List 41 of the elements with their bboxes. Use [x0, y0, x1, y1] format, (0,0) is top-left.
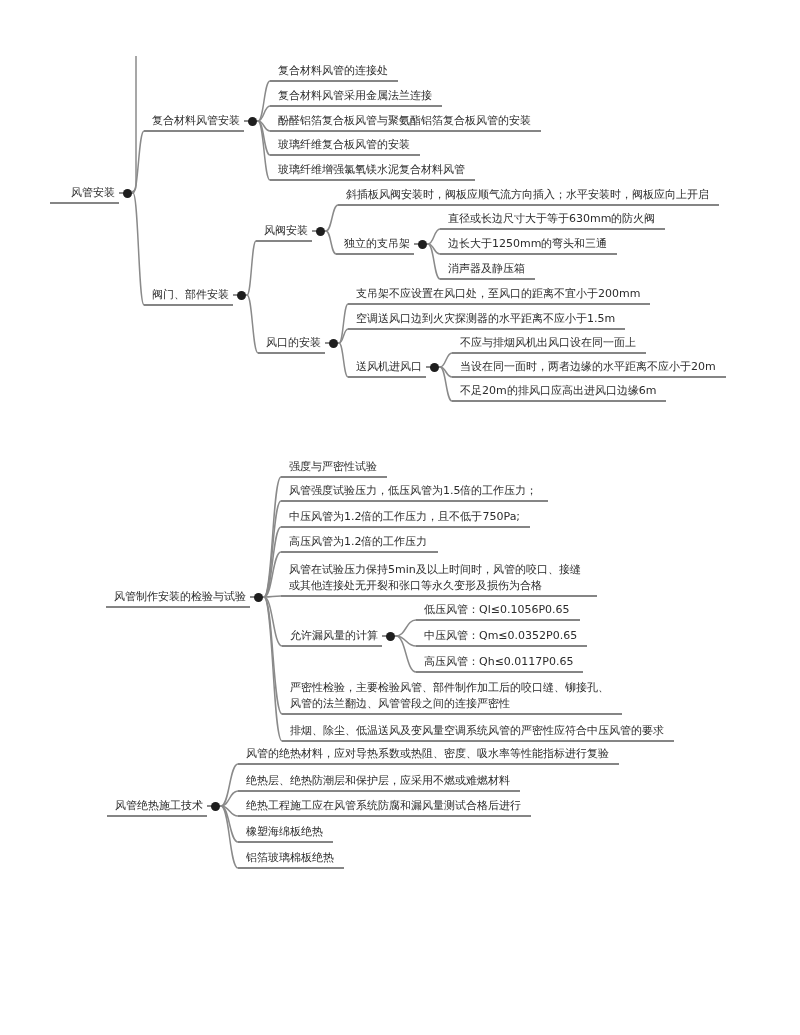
topic-label: 绝热层、绝热防潮层和保护层，应采用不燃或难燃材料 [238, 772, 520, 792]
topic-label: 直径或长边尺寸大于等于630mm的防火阀 [440, 210, 666, 230]
topic-label: 风管制作安装的检验与试验 [106, 588, 250, 608]
topic-label: 玻璃纤维增强氯氧镁水泥复合材料风管 [270, 161, 475, 181]
topic-label: 风管安装 [50, 184, 119, 204]
topic-label: 铝箔玻璃棉板绝热 [238, 849, 344, 869]
topic-label: 空调送风口边到火灾探测器的水平距离不应小于1.5m [348, 310, 626, 330]
topic-label: 斜插板风阀安装时，阀板应顺气流方向插入；水平安装时，阀板应向上开启 [338, 186, 719, 206]
topic-label: 酚醛铝箔复合板风管与聚氨酯铝箔复合板风管的安装 [270, 112, 541, 132]
topic-label: 不足20m的排风口应高出进风口边缘6m [452, 382, 667, 402]
topic-label: 复合材料风管的连接处 [270, 62, 398, 82]
topic-label: 中压风管为1.2倍的工作压力，且不低于750Pa; [281, 508, 531, 528]
topic-label: 风管在试验压力保持5min及以上时间时，风管的咬口、接缝或其他连接处无开裂和张口等永久变形及损伤为合格 [281, 561, 597, 597]
topic-label: 当设在同一面时，两者边缘的水平距离不应小于20m [452, 358, 726, 378]
topic-label: 强度与严密性试验 [281, 458, 387, 478]
topic-label: 消声器及静压箱 [440, 260, 535, 280]
topic-label: 风管强度试验压力，低压风管为1.5倍的工作压力； [281, 482, 548, 502]
topic-label: 风管的绝热材料，应对导热系数或热阻、密度、吸水率等性能指标进行复验 [238, 745, 619, 765]
topic-label: 绝热工程施工应在风管系统防腐和漏风量测试合格后进行 [238, 797, 531, 817]
topic-label: 不应与排烟风机出风口设在同一面上 [452, 334, 646, 354]
topic-label: 阀门、部件安装 [144, 286, 233, 306]
topic-label: 独立的支吊架 [336, 235, 414, 255]
topic-label: 严密性检验，主要检验风管、部件制作加工后的咬口缝、铆接孔、风管的法兰翻边、风管管段之间的连接严密性 [282, 679, 622, 715]
topic-label: 送风机进风口 [348, 358, 426, 378]
topic-label: 风阀安装 [256, 222, 312, 242]
topic-label: 玻璃纤维复合板风管的安装 [270, 136, 420, 156]
branch-line [311, 230, 337, 255]
topic-label: 中压风管：Qm≤0.0352P0.65 [416, 627, 588, 647]
topic-label: 边长大于1250mm的弯头和三通 [440, 235, 618, 255]
topic-label: 复合材料风管采用金属法兰连接 [270, 87, 442, 107]
topic-label: 允许漏风量的计算 [282, 627, 382, 647]
topic-label: 复合材料风管安装 [144, 112, 244, 132]
topic-label: 排烟、除尘、低温送风及变风量空调系统风管的严密性应符合中压风管的要求 [282, 722, 674, 742]
topic-label: 风管绝热施工技术 [107, 797, 207, 817]
topic-label: 高压风管为1.2倍的工作压力 [281, 533, 438, 553]
topic-label: 低压风管：Ql≤0.1056P0.65 [416, 601, 580, 621]
topic-label: 高压风管：Qh≤0.0117P0.65 [416, 653, 584, 673]
topic-label: 橡塑海绵板绝热 [238, 823, 333, 843]
branch-line [232, 294, 259, 354]
topic-label: 支吊架不应设置在风口处，至风口的距离不宜小于200mm [348, 285, 651, 305]
topic-label: 风口的安装 [258, 334, 325, 354]
